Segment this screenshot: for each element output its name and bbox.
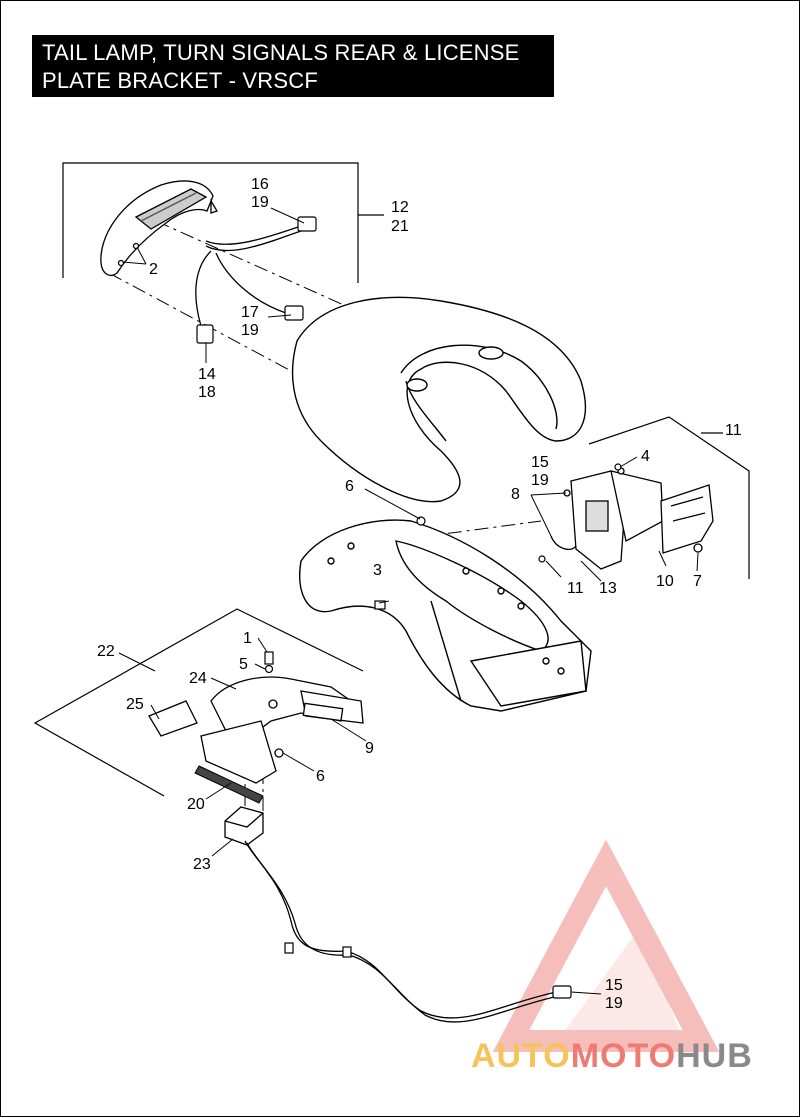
license-lamp-cable [244,840,564,1023]
watermark-logo [492,839,720,1052]
callout-8: 8 [511,486,520,503]
license-lamp [224,806,264,846]
callout-4: 4 [641,448,650,465]
group-brackets [33,162,750,797]
turn-signal-bracket [148,676,364,784]
callout-19-upper: 19 [251,194,269,211]
callout-10: 10 [656,573,674,590]
callout-labels: 2 16 19 12 21 17 19 14 18 11 6 15 19 4 8… [97,176,742,1012]
callout-2: 2 [149,261,158,278]
diagram-title: TAIL LAMP, TURN SIGNALS REAR & LICENSE P… [32,35,554,97]
callout-19-lower: 19 [605,995,623,1012]
callout-11-lower: 11 [567,580,584,597]
callout-17: 17 [241,304,259,321]
callout-7: 7 [693,573,702,590]
callout-25: 25 [126,696,144,713]
callout-1: 1 [243,630,252,647]
license-plate-bracket-assembly [550,467,714,570]
callout-5: 5 [239,656,248,673]
callout-15-upper: 15 [531,454,549,471]
tail-lamp-housing [100,180,218,277]
tail-lamp-wiring [195,225,302,327]
callout-6-upper: 6 [345,478,354,495]
callout-14: 14 [198,366,216,383]
callout-13: 13 [599,580,617,597]
watermark-moto: MOTO [570,1037,677,1075]
wiring-connectors [196,216,317,344]
title-line-1: TAIL LAMP, TURN SIGNALS REAR & LICENSE [42,40,520,65]
callout-9: 9 [365,740,374,757]
callout-6-lower: 6 [316,768,325,785]
watermark-hub: HUB [676,1037,753,1075]
callout-22: 22 [97,643,115,660]
callout-18: 18 [198,384,216,401]
callout-21: 21 [391,218,409,235]
fender-support-frame [299,519,592,712]
leader-lines [122,207,699,995]
callout-23: 23 [193,856,211,873]
callout-16: 16 [251,176,269,193]
rear-fender [291,296,586,503]
callout-15-lower: 15 [605,977,623,994]
callout-11-upper: 11 [725,422,742,439]
callout-12: 12 [391,199,409,216]
callout-24: 24 [189,670,207,687]
callout-3: 3 [373,562,382,579]
callout-20: 20 [187,796,205,813]
watermark-auto: AUTO [471,1037,571,1075]
callout-19-right: 19 [531,472,549,489]
title-line-2: PLATE BRACKET - VRSCF [42,68,318,93]
callout-19-mid: 19 [241,322,259,339]
watermark-text: AUTOMOTOHUB [471,1037,753,1076]
